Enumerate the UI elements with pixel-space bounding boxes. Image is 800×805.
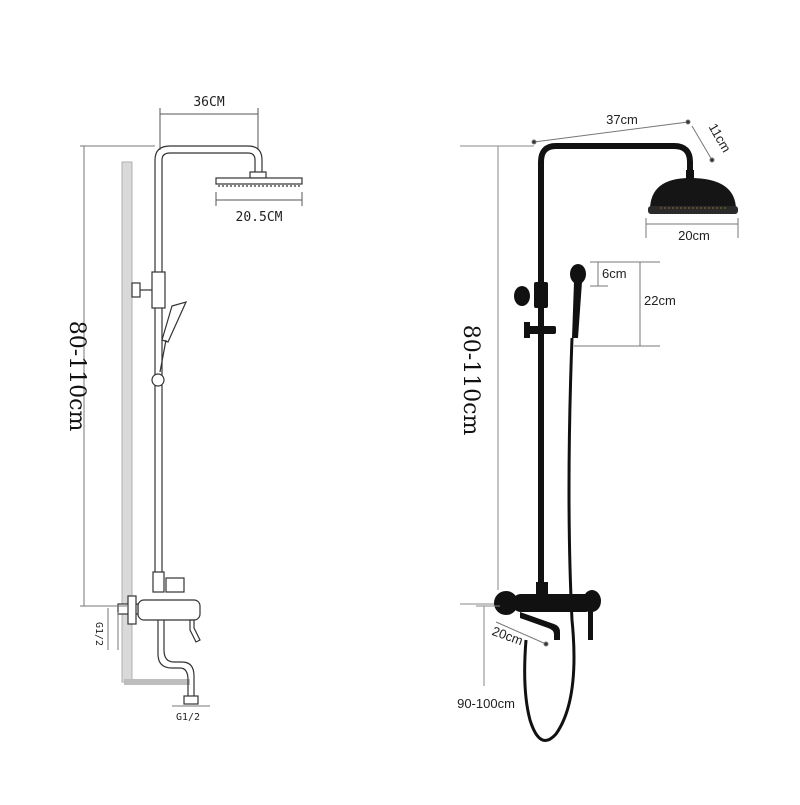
height-dimension [80,145,155,607]
hand-length-label: 22cm [644,293,676,308]
right-top-width-label: 37cm [606,112,638,127]
top-width-label: 36CM [193,95,224,110]
head-width-dimension [215,192,303,206]
side-inlet-label: G1/2 [93,622,104,646]
spout-dimension [495,621,549,647]
hand-shower-dimensions [574,261,660,347]
arm-drop-dimension [691,125,715,163]
floor-label: 90-100cm [457,696,515,711]
rain-shower-head [215,171,303,187]
hand-shower [151,301,188,387]
right-rain-shower-head [648,170,738,214]
right-head-width-label: 20cm [678,228,710,243]
arm-drop-label: 11cm [706,121,734,155]
right-upper-bracket [514,282,556,338]
right-head-width-dimension [645,218,739,238]
right-shower-diagram: 37cm 11cm 20cm [457,112,739,742]
right-top-width-dimension [531,119,691,145]
mixer-valve [117,571,201,705]
right-height-label: 80-110cm [458,325,483,436]
riser-pipe [154,145,263,580]
spout-label: 20cm [490,623,525,648]
top-width-dimension [159,108,259,150]
right-mixer-valve [494,582,601,640]
bottom-outlet-label: G1/2 [176,712,200,723]
floor-dimension [476,605,500,686]
upper-bracket [131,271,166,309]
right-hand-shower [523,264,586,742]
height-label: 80-110cm [64,321,89,432]
side-inlet-dimension [107,608,119,650]
head-width-label: 20.5CM [236,210,283,225]
wall [121,161,190,685]
left-shower-diagram: 36CM 20.5CM [64,95,303,723]
right-riser-pipe [538,143,693,593]
hand-head-label: 6cm [602,266,627,281]
right-height-dimension [460,145,534,605]
